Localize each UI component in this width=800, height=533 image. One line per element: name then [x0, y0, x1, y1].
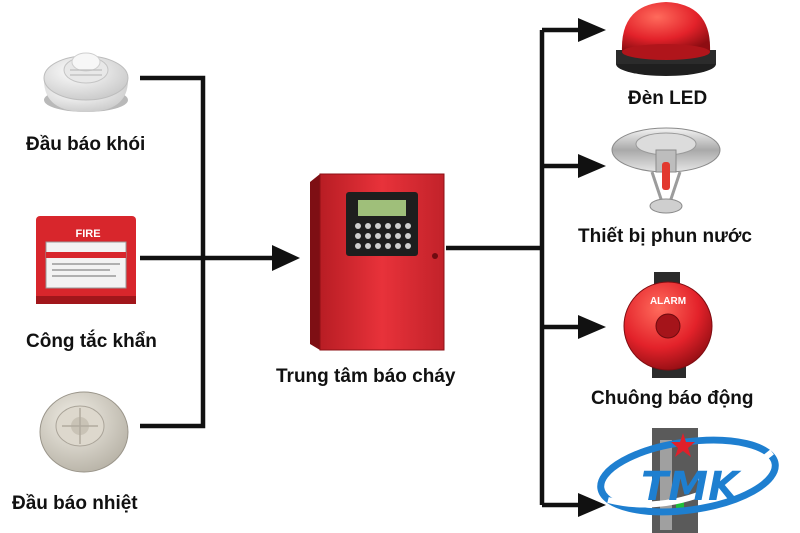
- fire-alarm-control-panel-icon: [310, 173, 445, 351]
- arrow-led-icon: [578, 18, 606, 42]
- arrowheads: [272, 18, 606, 517]
- red-beacon-light-icon: [616, 2, 716, 76]
- label-alarm-bell: Chuông báo động: [591, 388, 754, 409]
- fire-device-text: FIRE: [75, 228, 100, 240]
- label-heat-detector: Đầu báo nhiệt: [12, 493, 138, 514]
- label-manual-switch: Công tắc khẩn: [26, 331, 157, 352]
- arrow-center-icon: [272, 245, 300, 271]
- tmk-logo-text: TMK: [641, 464, 742, 510]
- heat-detector-icon: [39, 391, 129, 473]
- smoke-detector-icon: [43, 52, 129, 112]
- tmk-logo-icon: TMK: [597, 433, 779, 516]
- sprinkler-head-icon: [611, 127, 721, 214]
- arrow-device-icon: [578, 493, 606, 517]
- alarm-bell-icon: ALARM: [623, 272, 713, 378]
- manual-call-point-icon: FIRE: [36, 216, 136, 304]
- input-line-heat: [140, 258, 206, 429]
- label-sprinkler: Thiết bị phun nước: [578, 226, 752, 247]
- connector-lines: [140, 27, 580, 508]
- input-line-smoke: [140, 75, 206, 258]
- label-led-light: Đèn LED: [628, 88, 708, 109]
- alarm-device-text: ALARM: [650, 296, 686, 307]
- arrow-bell-icon: [578, 315, 606, 339]
- label-control-panel: Trung tâm báo cháy: [276, 366, 456, 387]
- arrow-sprinkler-icon: [578, 154, 606, 178]
- label-smoke-detector: Đầu báo khói: [26, 134, 146, 155]
